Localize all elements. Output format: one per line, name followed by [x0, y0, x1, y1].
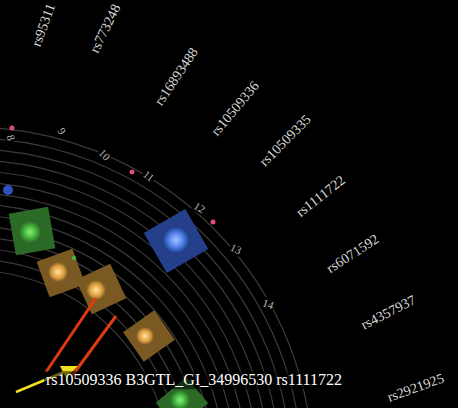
- blue-block: [144, 209, 209, 273]
- track-ring: [0, 127, 313, 408]
- link-line: [46, 298, 96, 372]
- chromosome-number: 9: [55, 125, 69, 138]
- track-rings: [0, 127, 313, 408]
- green-block: [9, 207, 56, 255]
- snp-label: rs10509336: [208, 78, 262, 139]
- snp-label: rs16893488: [152, 45, 202, 108]
- caption-text: rs10509336 B3GTL_GI_34996530 rs1111722: [44, 371, 344, 389]
- orange-glow: [86, 280, 106, 300]
- marker-dot: [211, 220, 216, 225]
- orange-block: [76, 264, 126, 314]
- blue-glow: [163, 227, 189, 253]
- track-ring: [0, 138, 302, 408]
- marker-dot: [72, 256, 76, 260]
- marker-dot: [3, 185, 13, 195]
- orange-block: [123, 310, 175, 361]
- orange-glow: [48, 262, 68, 282]
- snp-label: rs1111722: [293, 172, 348, 220]
- snp-label: rs4357937: [359, 292, 419, 333]
- green-glow: [170, 390, 190, 408]
- snp-label: rs773248: [87, 2, 124, 56]
- link-lines: [46, 298, 116, 376]
- link-line: [72, 316, 116, 376]
- orange-glow: [136, 327, 154, 345]
- snp-label: rs10509335: [257, 112, 315, 170]
- snp-label: rs95311: [29, 1, 59, 48]
- chromosome-number: 14: [260, 296, 276, 312]
- chromosome-number: 11: [140, 167, 157, 184]
- marker-dot: [10, 126, 15, 131]
- snp-label: rs2921925: [385, 371, 446, 406]
- chromosome-number: 12: [191, 199, 208, 216]
- snp-label: rs6071592: [324, 231, 382, 276]
- orange-block: [37, 249, 86, 298]
- green-glow: [19, 221, 41, 243]
- track-markers: [3, 126, 216, 408]
- chromosome-number: 13: [227, 241, 244, 257]
- marker-dot: [130, 170, 135, 175]
- chromosome-number: 10: [96, 146, 114, 164]
